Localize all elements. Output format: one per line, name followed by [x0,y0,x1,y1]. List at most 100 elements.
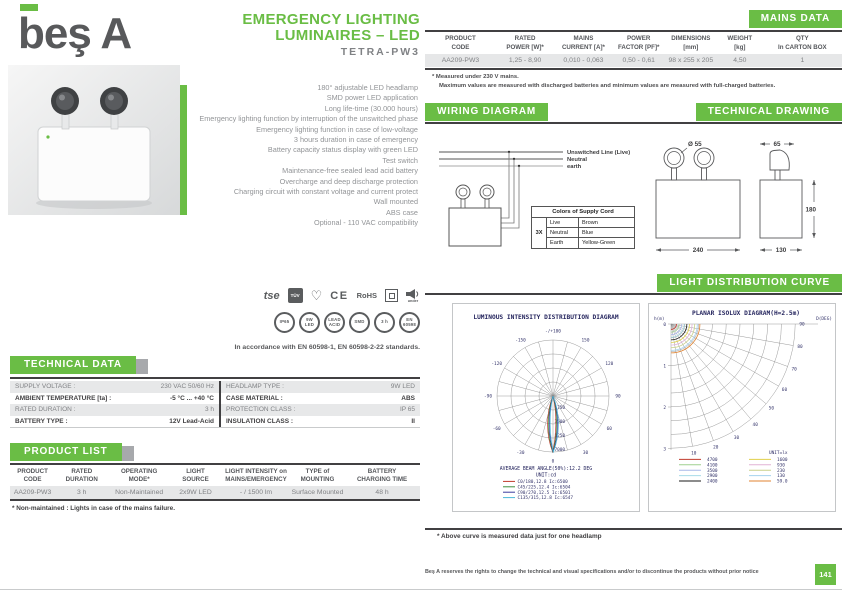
class-2-insulation-icon [385,289,398,302]
svg-text:240: 240 [693,247,704,254]
cord-color: Blue [582,229,594,236]
svg-text:earth: earth [567,164,582,170]
divider [425,68,842,70]
section-header-mains-data: MAINS DATA [748,10,842,28]
spec-row: CASE MATERIAL :ABS [221,393,420,405]
spec-label: RATED DURATION : [15,406,76,414]
table-cell: 3 h [77,489,87,496]
svg-text:3: 3 [663,447,666,453]
svg-text:2: 2 [663,405,666,411]
svg-text:60: 60 [782,387,788,393]
svg-text:4100: 4100 [707,462,718,468]
product-list-title: PRODUCT LIST [10,443,122,461]
svg-text:h(m): h(m) [654,316,665,322]
table-cell: Surface Mounted [291,489,344,496]
divider [425,30,842,32]
spec-row: HEADLAMP TYPE :9W LED [221,381,420,393]
column-header: RATED POWER [W]* [506,35,544,51]
svg-text:20: 20 [713,445,719,451]
column-header: WEIGHT [kg] [727,35,753,51]
spec-label: HEADLAMP TYPE : [226,383,284,391]
svg-text:60: 60 [607,426,613,432]
svg-text:70: 70 [791,366,797,372]
title-line-2: LUMINAIRES – LED [275,27,420,44]
svg-text:C90/270,12.5 Ic:6501: C90/270,12.5 Ic:6501 [518,490,571,496]
column-divider [219,381,221,427]
svg-text:-30: -30 [517,450,525,456]
table-cell: Non-Maintained [115,489,164,496]
svg-text:1: 1 [663,364,666,370]
spec-value: 3 h [204,406,214,414]
svg-text:LUMINOUS INTENSITY DISTRIBUTIO: LUMINOUS INTENSITY DISTRIBUTION DIAGRAM [473,314,619,321]
svg-text:50: 50 [769,406,775,412]
table-cell: 0,50 - 0,61 [622,57,655,64]
svg-text:1600: 1600 [777,457,788,463]
table-cell: 4,50 [733,57,747,64]
feature-line: 3 hours duration in case of emergency [293,135,418,145]
section-header-technical-data: TECHNICAL DATA [10,356,148,374]
svg-text:PLANAR ISOLUX DIAGRAM(H=2.5m): PLANAR ISOLUX DIAGRAM(H=2.5m) [692,310,800,317]
column-header: LIGHT SOURCE [182,467,209,483]
table-cell: 48 h [375,489,389,496]
divider [10,427,420,428]
table-cell: 1 [800,57,805,64]
svg-text:3500: 3500 [555,419,566,425]
column-header: LIGHT INTENSITY on MAINS/EMERGENCY [225,467,287,483]
standards-note: In accordance with EN 60598-1, EN 60598-… [234,344,421,351]
feature-line: Charging circuit with constant voltage a… [233,187,418,197]
feature-badge: IP65 [274,312,295,333]
feature-line: Emergency lighting function by interrupt… [199,114,418,124]
svg-text:-90: -90 [484,394,492,400]
column-header: QTY In CARTON BOX [777,35,827,51]
spec-row: INSULATION CLASS :II [221,416,420,428]
svg-text:10: 10 [691,451,697,457]
polar-chart-svg: LUMINOUS INTENSITY DISTRIBUTION DIAGRAM -… [473,314,621,501]
vde-heart-icon: ♡ [310,288,323,303]
footer-disclaimer: Beş A reserves the rights to change the … [425,569,759,575]
svg-text:C45/225,12.4 Ic:6504: C45/225,12.4 Ic:6504 [518,484,571,490]
svg-text:Unswitched Line (Live): Unswitched Line (Live) [567,150,630,156]
svg-text:130: 130 [776,247,787,254]
svg-text:2900: 2900 [707,473,718,479]
table-cell: AA209-PW3 [13,489,52,496]
svg-text:-150: -150 [515,337,526,343]
feature-line: Battery capacity status display with gre… [267,145,418,155]
svg-text:0: 0 [663,322,666,328]
feature-badge: 9W LED [299,312,320,333]
section-header-technical-drawing: TECHNICAL DRAWING [695,103,842,121]
svg-text:40: 40 [753,422,759,428]
svg-text:80: 80 [797,344,803,350]
feature-line: Long life-time (30.000 hours) [324,103,418,113]
column-header: RATED DURATION [65,467,98,483]
speaker-glyph [406,288,419,299]
spec-value: 12V Lead-Acid [169,417,214,425]
table-cell: 2x9W LED [179,489,212,496]
column-header: DIMENSIONS [mm] [671,35,711,51]
svg-text:-60: -60 [493,426,501,432]
svg-text:C0/180,12.8 Ic:6500: C0/180,12.8 Ic:6500 [518,479,569,485]
logo-accent-bar [20,4,38,11]
spec-value: ABS [401,394,415,402]
spec-label: SUPPLY VOLTAGE : [15,383,76,391]
column-header: PRODUCT CODE [17,467,48,483]
product-list-footnote: * Non-maintained : Lights in case of the… [12,505,175,512]
supply-cord-table-title: Colors of Supply Cord [532,207,634,218]
svg-text:230: 230 [777,468,785,474]
product-photo [8,65,180,215]
svg-text:-120: -120 [491,361,502,367]
certification-marks: tse TÜV ♡ CE RoHS under [228,288,420,303]
cord-name: Live [547,218,579,227]
spec-value: II [411,417,415,425]
model-name: TETRA-PW3 [340,46,420,58]
mains-footnote-line2: Maximum values are measured with dischar… [439,82,776,89]
spec-label: AMBIENT TEMPERATURE [ta] : [15,394,112,402]
